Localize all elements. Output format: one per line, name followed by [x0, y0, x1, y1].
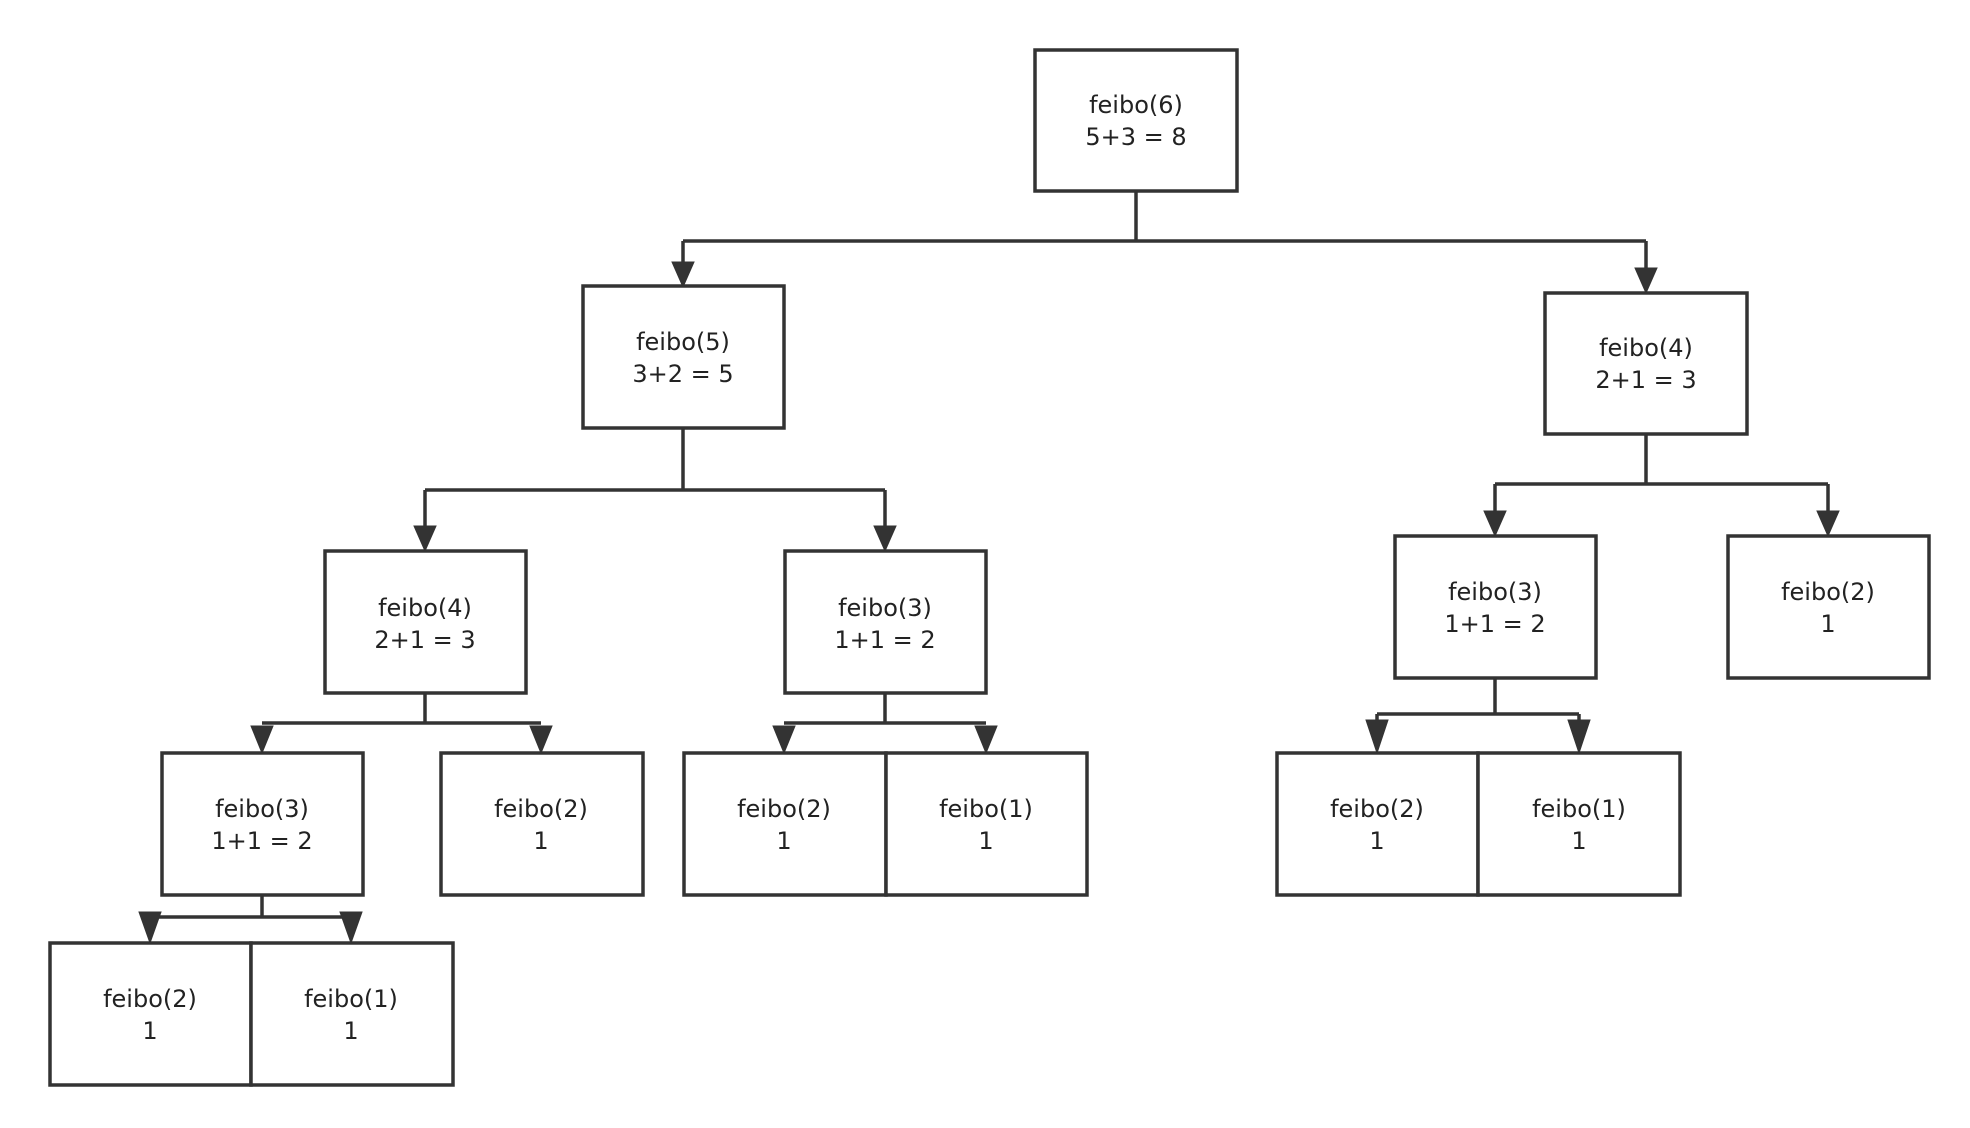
arrow-head: [974, 725, 998, 755]
node-result-label: 1: [978, 827, 993, 855]
node-box: [884, 751, 1089, 897]
node-feibo-1-middle: feibo(1) 1: [884, 751, 1089, 897]
node-box: [1275, 751, 1480, 897]
node-result-label: 2+1 = 3: [1595, 366, 1696, 394]
node-result-label: 1+1 = 2: [1444, 610, 1545, 638]
node-feibo-2-far-right: feibo(2) 1: [1726, 534, 1931, 680]
node-feibo-6: feibo(6) 5+3 = 8: [1033, 48, 1239, 193]
node-call-label: feibo(4): [378, 594, 472, 622]
node-box: [783, 549, 988, 695]
node-feibo-2-bottom: feibo(2) 1: [48, 941, 253, 1087]
edge-root: [681, 190, 1648, 268]
node-box: [581, 284, 786, 430]
node-box: [48, 941, 253, 1087]
node-call-label: feibo(3): [838, 594, 932, 622]
arrow-head: [1816, 510, 1840, 538]
node-result-label: 1: [343, 1017, 358, 1045]
node-feibo-4-right: feibo(4) 2+1 = 3: [1543, 291, 1749, 436]
node-feibo-2-middle: feibo(2) 1: [682, 751, 888, 897]
node-box: [160, 751, 365, 897]
node-result-label: 2+1 = 3: [374, 626, 475, 654]
node-result-label: 1+1 = 2: [834, 626, 935, 654]
node-box: [682, 751, 888, 897]
node-box: [1543, 291, 1749, 436]
node-call-label: feibo(2): [494, 795, 588, 823]
node-feibo-5: feibo(5) 3+2 = 5: [581, 284, 786, 430]
edge-n3m: [784, 692, 986, 725]
node-call-label: feibo(5): [636, 328, 730, 356]
node-result-label: 1: [776, 827, 791, 855]
node-call-label: feibo(3): [215, 795, 309, 823]
node-feibo-3-right: feibo(3) 1+1 = 2: [1393, 534, 1598, 680]
node-box: [249, 941, 455, 1087]
arrow-head: [138, 911, 162, 945]
node-result-label: 1: [1820, 610, 1835, 638]
node-box: [323, 549, 528, 695]
node-feibo-2-left: feibo(2) 1: [439, 751, 645, 897]
node-box: [439, 751, 645, 897]
arrow-head: [1365, 719, 1389, 755]
arrow-head: [671, 261, 695, 289]
node-feibo-1-bottom: feibo(1) 1: [249, 941, 455, 1087]
edge-n4r: [1493, 433, 1830, 511]
edge-n4l: [262, 692, 541, 725]
node-result-label: 1: [1369, 827, 1384, 855]
node-result-label: 5+3 = 8: [1085, 123, 1186, 151]
node-feibo-2-right: feibo(2) 1: [1275, 751, 1480, 897]
arrow-head: [413, 525, 437, 553]
node-result-label: 1+1 = 2: [211, 827, 312, 855]
arrow-head: [339, 911, 363, 945]
node-call-label: feibo(1): [304, 985, 398, 1013]
arrow-head: [1567, 719, 1591, 755]
node-box: [1033, 48, 1239, 193]
node-call-label: feibo(4): [1599, 334, 1693, 362]
edge-n3r: [1375, 678, 1581, 720]
arrow-head: [772, 725, 796, 755]
node-call-label: feibo(3): [1448, 578, 1542, 606]
node-call-label: feibo(2): [1781, 578, 1875, 606]
node-box: [1476, 751, 1682, 897]
arrow-head: [1634, 267, 1658, 295]
node-call-label: feibo(1): [939, 795, 1033, 823]
node-call-label: feibo(2): [737, 795, 831, 823]
node-result-label: 1: [1571, 827, 1586, 855]
edges: [138, 190, 1840, 945]
arrow-head: [1483, 510, 1507, 538]
arrow-head: [250, 725, 274, 755]
node-call-label: feibo(2): [1330, 795, 1424, 823]
node-call-label: feibo(1): [1532, 795, 1626, 823]
edge-n5: [423, 427, 887, 526]
node-feibo-4-left: feibo(4) 2+1 = 3: [323, 549, 528, 695]
node-box: [1726, 534, 1931, 680]
node-feibo-3-middle: feibo(3) 1+1 = 2: [783, 549, 988, 695]
node-call-label: feibo(2): [103, 985, 197, 1013]
arrow-head: [529, 725, 553, 755]
node-feibo-1-right: feibo(1) 1: [1476, 751, 1682, 897]
node-call-label: feibo(6): [1089, 91, 1183, 119]
edge-n3ll: [150, 895, 351, 919]
node-feibo-3-left: feibo(3) 1+1 = 2: [160, 751, 365, 897]
node-result-label: 1: [533, 827, 548, 855]
node-result-label: 3+2 = 5: [632, 360, 733, 388]
node-box: [1393, 534, 1598, 680]
arrow-head: [873, 525, 897, 553]
node-result-label: 1: [142, 1017, 157, 1045]
